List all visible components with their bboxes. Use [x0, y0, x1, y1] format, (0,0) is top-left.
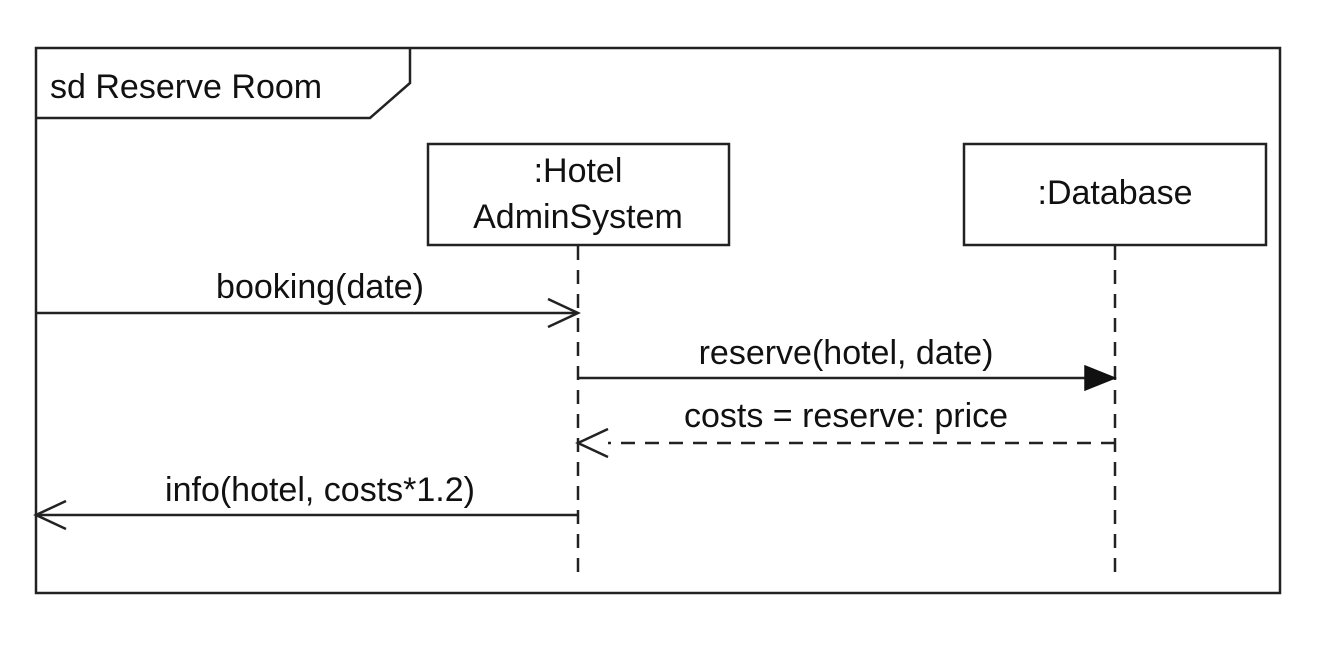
message-booking-label: booking(date) — [216, 268, 424, 306]
frame-tab — [36, 48, 412, 120]
lifeline-hotel-label-line-2: AdminSystem — [473, 198, 683, 236]
lifeline-hotel-admin-system-box — [426, 142, 731, 247]
message-booking-arrowhead — [547, 297, 581, 329]
message-info-arrowhead — [33, 499, 67, 531]
lifeline-database-box — [962, 142, 1268, 247]
message-costs-return-arrowhead — [575, 427, 609, 459]
message-info-label: info(hotel, costs*1.2) — [165, 471, 475, 509]
message-reserve-label: reserve(hotel, date) — [699, 334, 994, 372]
diagram-frame — [34, 46, 1282, 595]
message-reserve-filled-arrowhead — [1084, 364, 1118, 392]
lifeline-hotel-label-line-1: :Hotel — [534, 152, 623, 190]
message-costs-label: costs = reserve: price — [684, 397, 1008, 435]
frame-title: sd Reserve Room — [50, 68, 322, 106]
lifeline-database-label: :Database — [1038, 174, 1193, 212]
